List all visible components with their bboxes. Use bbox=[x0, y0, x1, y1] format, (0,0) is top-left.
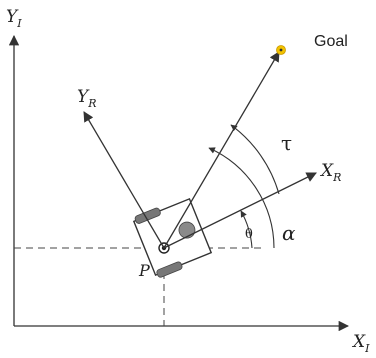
robot-x-label: XR bbox=[319, 161, 341, 184]
goal-point-center bbox=[279, 48, 283, 52]
tau-arc bbox=[230, 124, 280, 195]
goal-label: Goal bbox=[314, 33, 348, 50]
point-p-label: P bbox=[138, 261, 150, 280]
theta-arc bbox=[240, 210, 253, 249]
alpha-label: α bbox=[282, 221, 296, 245]
robot-body bbox=[132, 197, 213, 278]
inertial-x-label: XI bbox=[351, 332, 370, 355]
alpha-arc bbox=[208, 147, 275, 249]
robot-y-axis bbox=[83, 111, 165, 249]
robot-x-axis bbox=[163, 172, 317, 249]
theta-label: θ bbox=[245, 227, 253, 242]
goal-direction-line bbox=[163, 51, 280, 249]
tau-label: τ bbox=[281, 131, 292, 155]
robot-y-label: YR bbox=[77, 87, 97, 110]
inertial-y-label: YI bbox=[6, 7, 22, 30]
wheel-top bbox=[134, 207, 161, 224]
wheel-bottom bbox=[156, 261, 183, 278]
